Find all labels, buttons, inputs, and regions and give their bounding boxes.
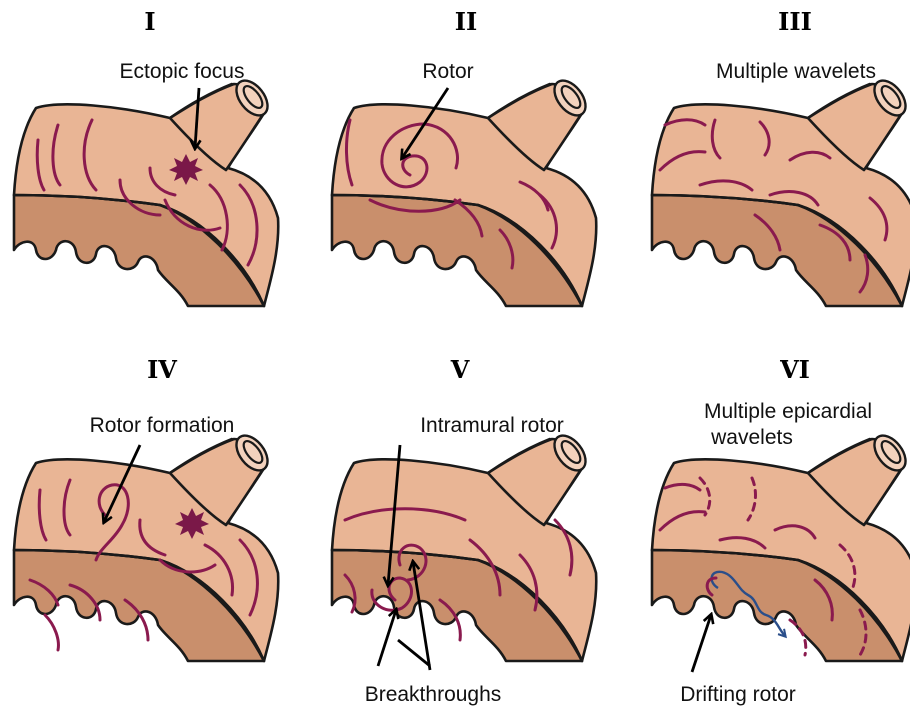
panel-label-secondary: Breakthroughs xyxy=(365,683,502,706)
panel-numeral: III xyxy=(778,7,812,36)
atrial-tissue-block xyxy=(652,430,910,661)
panel-numeral: IV xyxy=(147,355,177,384)
atrial-tissue-block xyxy=(332,430,596,661)
panel-iii: III Multiple wavelets xyxy=(652,7,910,306)
panel-v: V Intramural rotor Breakthroughs xyxy=(332,355,596,706)
atrial-tissue-block xyxy=(332,75,596,306)
panel-numeral: I xyxy=(144,7,155,36)
panel-label: Multiple epicardial xyxy=(704,400,872,423)
panel-label: Ectopic focus xyxy=(120,60,245,83)
panel-ii: II Rotor xyxy=(332,7,596,306)
atrial-tissue-block xyxy=(652,75,910,306)
panel-label: Multiple wavelets xyxy=(716,60,876,83)
panel-label-line2: wavelets xyxy=(710,426,793,449)
panel-label: Intramural rotor xyxy=(420,414,564,437)
panel-label: Rotor xyxy=(422,60,473,83)
panel-numeral: V xyxy=(450,355,470,384)
panel-iv: IV Rotor formation xyxy=(14,355,278,661)
label-arrow xyxy=(692,615,711,672)
atrial-tissue-block xyxy=(14,75,278,306)
panel-vi: VI Multiple epicardial wavelets Drifting… xyxy=(652,355,910,706)
panel-numeral: II xyxy=(455,7,477,36)
panel-label: Rotor formation xyxy=(90,414,235,437)
breakthrough-arrow xyxy=(378,610,396,666)
panel-label-secondary: Drifting rotor xyxy=(680,683,796,706)
panel-numeral: VI xyxy=(779,355,810,384)
panel-i: I Ectopic focus xyxy=(14,7,278,306)
